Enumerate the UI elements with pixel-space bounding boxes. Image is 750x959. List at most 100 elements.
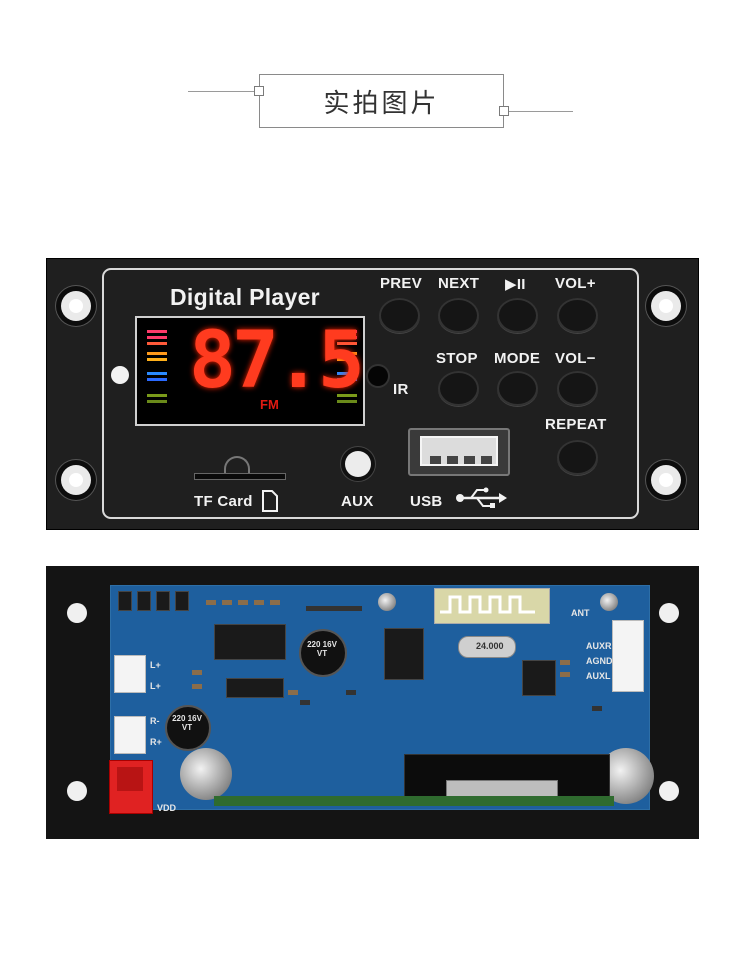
aux-label: AUX bbox=[341, 493, 374, 510]
level-bar bbox=[337, 394, 357, 397]
ant-label: ANT bbox=[571, 608, 590, 618]
ir-label: IR bbox=[393, 381, 409, 398]
vdd-label: VDD bbox=[157, 803, 177, 813]
header-title-box: 实拍图片 bbox=[259, 74, 504, 128]
transistor bbox=[137, 591, 151, 611]
play-pause-button[interactable] bbox=[497, 298, 538, 333]
electrolytic-capacitor bbox=[165, 705, 211, 751]
crystal-oscillator bbox=[458, 636, 516, 658]
level-bar bbox=[337, 352, 357, 355]
smd-component bbox=[192, 684, 202, 689]
agnd-label: AGND bbox=[586, 656, 613, 666]
header-line-right bbox=[504, 111, 573, 112]
level-bar bbox=[337, 400, 357, 403]
frequency-readout: 87.5 bbox=[189, 316, 363, 406]
level-bar bbox=[147, 394, 167, 397]
stop-label: STOP bbox=[436, 350, 478, 367]
capacitor-label: 220 16V VT bbox=[307, 640, 337, 658]
smd-component bbox=[560, 672, 570, 677]
mode-label: MODE bbox=[494, 350, 541, 367]
vol-down-label: VOL− bbox=[555, 350, 596, 367]
band-indicator: FM bbox=[260, 397, 279, 412]
screw bbox=[600, 593, 618, 611]
level-bar bbox=[147, 330, 167, 333]
next-label: NEXT bbox=[438, 275, 480, 292]
smd-component bbox=[270, 600, 280, 605]
bluetooth-chip bbox=[522, 660, 556, 696]
level-bar bbox=[337, 372, 357, 375]
vol-down-button[interactable] bbox=[557, 371, 598, 406]
mode-button[interactable] bbox=[497, 371, 538, 406]
smd-component bbox=[306, 606, 362, 611]
back-mount-hole bbox=[67, 603, 87, 623]
indicator-hole bbox=[111, 366, 129, 384]
left-plus-label: L+ bbox=[150, 681, 161, 691]
level-bar bbox=[337, 330, 357, 333]
brand-label: Digital Player bbox=[170, 284, 320, 310]
header-title: 实拍图片 bbox=[323, 88, 440, 119]
smd-component bbox=[206, 600, 216, 605]
title-corner-left bbox=[254, 86, 264, 96]
smd-component bbox=[222, 600, 232, 605]
tf-card-notch bbox=[224, 456, 250, 474]
smd-component bbox=[560, 660, 570, 665]
screw bbox=[180, 748, 232, 800]
smd-component bbox=[300, 700, 310, 705]
bluetooth-antenna bbox=[434, 588, 550, 624]
usb-contact bbox=[447, 456, 458, 464]
tf-card-label: TF Card bbox=[194, 493, 253, 510]
sd-card-icon bbox=[262, 490, 278, 512]
green-board-strip bbox=[214, 796, 614, 806]
electrolytic-capacitor bbox=[299, 629, 347, 677]
speaker-right-connector[interactable] bbox=[114, 716, 146, 754]
mount-hole-bottom-left bbox=[61, 465, 91, 495]
transistor bbox=[156, 591, 170, 611]
ir-sensor bbox=[368, 366, 388, 386]
power-connector-housing bbox=[117, 767, 143, 791]
level-bar bbox=[337, 342, 357, 345]
back-mount-hole bbox=[659, 603, 679, 623]
aux-input-connector[interactable] bbox=[612, 620, 644, 692]
level-bar bbox=[147, 342, 167, 345]
next-button[interactable] bbox=[438, 298, 479, 333]
left-plus-label: L+ bbox=[150, 660, 161, 670]
aux-jack[interactable] bbox=[345, 451, 371, 477]
usb-port-insert bbox=[420, 436, 498, 466]
usb-port[interactable] bbox=[408, 428, 510, 476]
level-bar bbox=[337, 336, 357, 339]
tf-card-slot[interactable] bbox=[194, 473, 286, 480]
front-panel-frame bbox=[102, 268, 639, 519]
transistor bbox=[175, 591, 189, 611]
screw bbox=[378, 593, 396, 611]
prev-button[interactable] bbox=[379, 298, 420, 333]
smd-component bbox=[592, 706, 602, 711]
mount-hole-top-left bbox=[61, 291, 91, 321]
usb-contact bbox=[430, 456, 441, 464]
smd-component bbox=[192, 670, 202, 675]
mount-hole-top-right bbox=[651, 291, 681, 321]
usb-label: USB bbox=[410, 493, 443, 510]
vol-up-button[interactable] bbox=[557, 298, 598, 333]
transistor bbox=[118, 591, 132, 611]
antenna-trace bbox=[440, 595, 535, 614]
repeat-label: REPEAT bbox=[545, 416, 607, 433]
mount-hole-bottom-right bbox=[651, 465, 681, 495]
header-line-left bbox=[188, 91, 259, 92]
smd-component bbox=[346, 690, 356, 695]
level-bar bbox=[147, 378, 167, 381]
auxr-label: AUXR bbox=[586, 641, 612, 651]
back-mount-hole bbox=[659, 781, 679, 801]
level-bar bbox=[337, 378, 357, 381]
auxl-label: AUXL bbox=[586, 671, 611, 681]
level-bar bbox=[147, 352, 167, 355]
level-bar bbox=[147, 336, 167, 339]
regulator-chip bbox=[384, 628, 424, 680]
amplifier-ic bbox=[214, 624, 286, 660]
prev-label: PREV bbox=[380, 275, 423, 292]
stop-button[interactable] bbox=[438, 371, 479, 406]
speaker-left-connector[interactable] bbox=[114, 655, 146, 693]
led-display: 87.5 FM bbox=[135, 316, 365, 426]
right-minus-label: R- bbox=[150, 716, 160, 726]
repeat-button[interactable] bbox=[557, 440, 598, 475]
level-bar bbox=[147, 400, 167, 403]
